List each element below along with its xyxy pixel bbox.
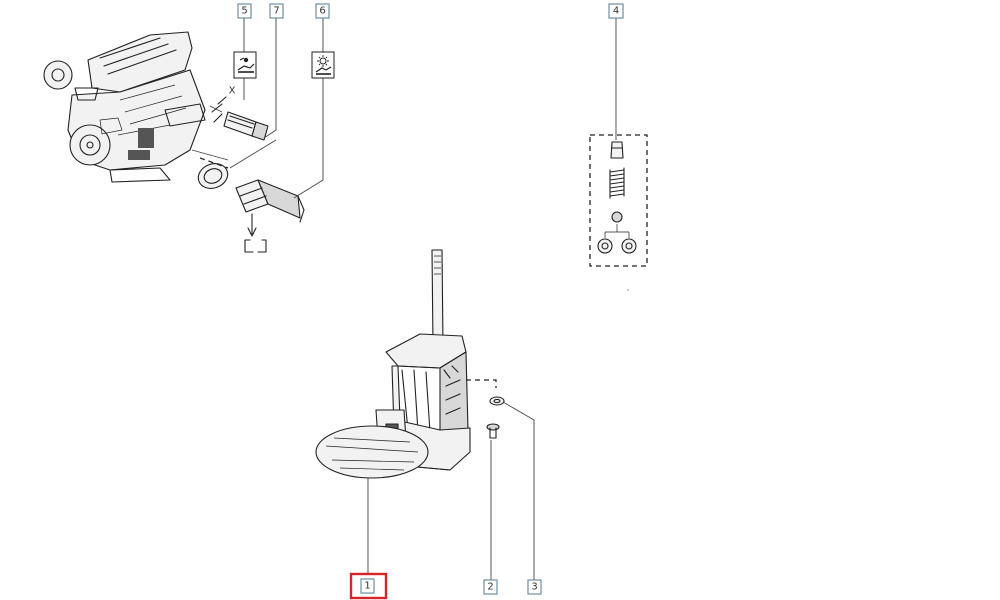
callout-5-label: 5 — [241, 6, 247, 17]
callout-2[interactable]: 2 — [483, 579, 498, 595]
callout-7-label: 7 — [273, 6, 279, 17]
callout-4-label: 4 — [613, 6, 619, 17]
oil-pump-assembly — [315, 249, 497, 479]
oil-temperature-icon — [311, 51, 335, 79]
x-mark: X — [229, 86, 236, 97]
sealing-washer — [197, 163, 229, 189]
oil-pressure-warning-icon — [233, 51, 257, 79]
pump-washer — [489, 396, 505, 406]
callout-4[interactable]: 4 — [608, 3, 624, 19]
callout-1-label: 1 — [364, 581, 370, 592]
pump-bolt — [486, 423, 500, 439]
relief-valve-parts — [597, 141, 637, 254]
callout-1[interactable]: 1 — [349, 572, 388, 600]
oil-temperature-sensor — [235, 179, 305, 237]
relief-valve-kit-frame — [589, 134, 648, 267]
callout-5[interactable]: 5 — [237, 3, 252, 19]
oil-pressure-switch — [213, 111, 269, 141]
callout-3[interactable]: 3 — [527, 579, 542, 595]
callout-3-label: 3 — [531, 582, 537, 593]
speck — [627, 289, 629, 291]
callout-7[interactable]: 7 — [269, 3, 284, 19]
callout-6[interactable]: 6 — [315, 3, 330, 19]
callout-2-label: 2 — [487, 582, 493, 593]
engine-block-illustration — [43, 31, 206, 183]
bracket-marker — [244, 239, 267, 253]
callout-6-label: 6 — [319, 6, 325, 17]
